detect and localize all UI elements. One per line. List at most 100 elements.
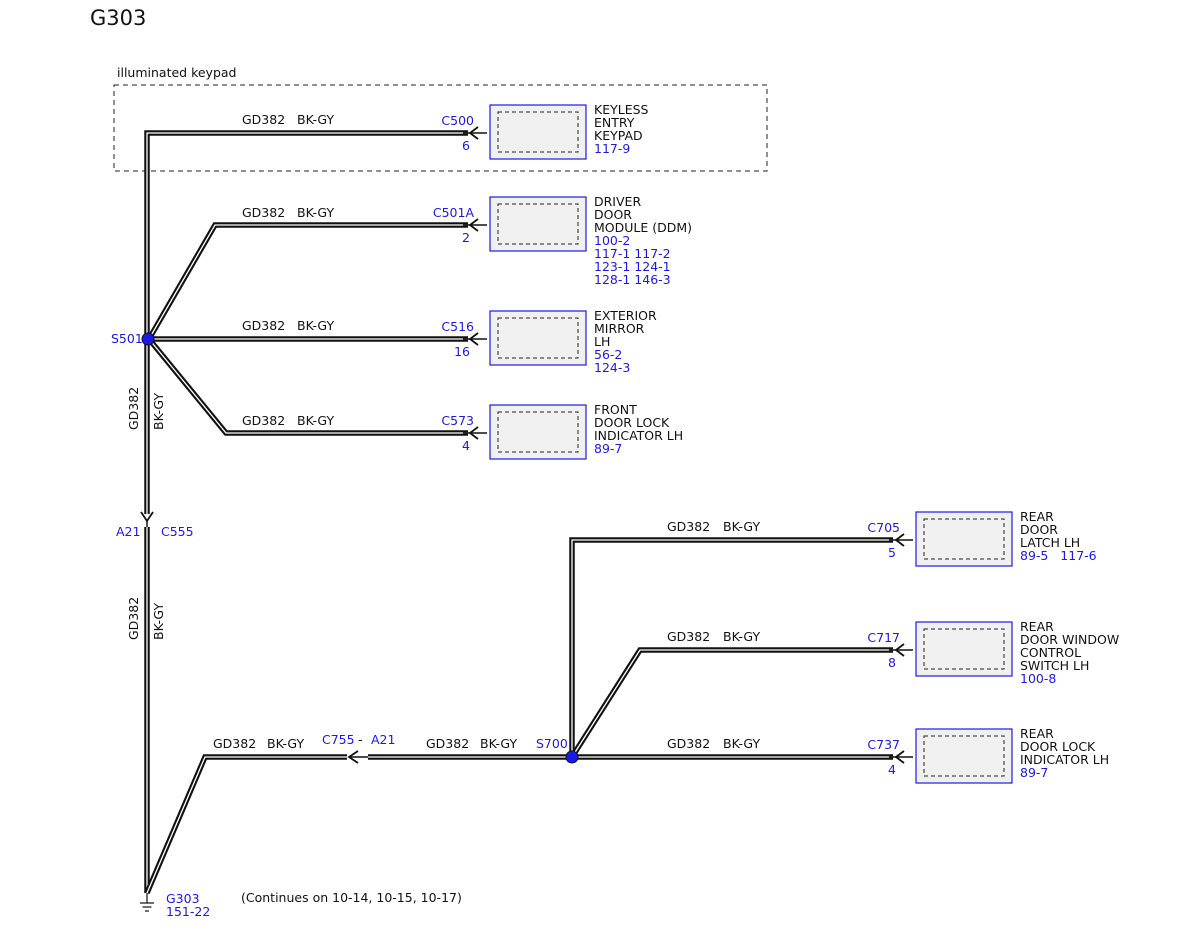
wire-circuit-label: GD382 <box>126 597 141 640</box>
splice-s700: S700 <box>536 736 579 764</box>
component-ref-line: 100-2 <box>594 233 630 248</box>
component-ref-line: 89-5 117-6 <box>1020 548 1097 563</box>
connector-pin-label: 4 <box>888 762 896 777</box>
wire-color-label: BK-GY <box>723 629 760 644</box>
component-box-inner <box>497 111 579 153</box>
component-ref-line: 56-2 <box>594 347 622 362</box>
wire-color-label: BK-GY <box>297 413 334 428</box>
wire-circuit-label: GD382 <box>426 736 469 751</box>
illuminated-keypad-region <box>113 84 768 172</box>
component-name-line: CONTROL <box>1020 645 1081 660</box>
component-box <box>915 511 1013 567</box>
connector-name-label: C555 <box>161 524 194 539</box>
connector-pin-label: 2 <box>462 230 470 245</box>
component-ref-line: 128-1 146-3 <box>594 272 671 287</box>
connector-chevron-icon <box>468 426 479 440</box>
component-name-line: INDICATOR LH <box>594 428 683 443</box>
connector-chevron-icon <box>894 643 905 657</box>
component-name-line: DRIVER <box>594 194 641 209</box>
connector-name-label: C516 <box>441 319 474 334</box>
wire-circuit-label: GD382 <box>667 519 710 534</box>
splice-s501: S501 <box>111 331 155 346</box>
wire-circuit-label: GD382 <box>242 205 285 220</box>
page-title: G303 <box>90 6 146 30</box>
component-box-inner <box>923 735 1005 777</box>
component-name-line: DOOR <box>1020 522 1058 537</box>
wire-circuit-label: GD382 <box>126 387 141 430</box>
component-box <box>489 104 587 160</box>
component-box <box>489 310 587 366</box>
component-box <box>915 621 1013 677</box>
component-name-line: KEYPAD <box>594 128 643 143</box>
connector-chevron-icon <box>468 126 479 140</box>
connector-chevron-icon <box>468 218 479 232</box>
connector-pin-label: A21 <box>116 524 140 539</box>
component-name-line: ENTRY <box>594 115 635 130</box>
wire-labels: GD382 BK-GY GD382 BK-GY GD382 BK-GY GD38… <box>126 112 760 751</box>
component-ref-line: 117-1 117-2 <box>594 246 671 261</box>
wire-c705 <box>569 537 893 757</box>
wire-color-label: BK-GY <box>151 393 166 430</box>
wire-c717 <box>569 647 893 759</box>
component-box <box>915 728 1013 784</box>
component-name-line: SWITCH LH <box>1020 658 1089 673</box>
connector-pin-label: 6 <box>462 138 470 153</box>
continues-note: (Continues on 10-14, 10-15, 10-17) <box>241 890 462 905</box>
region-label: illuminated keypad <box>117 65 236 80</box>
component-name-line: INDICATOR LH <box>1020 752 1109 767</box>
wire-circuit-label: GD382 <box>667 736 710 751</box>
wire-circuit-label: GD382 <box>242 413 285 428</box>
ground-g303: G303 151-22 (Continues on 10-14, 10-15, … <box>140 890 462 919</box>
connector-name-label: C500 <box>441 113 474 128</box>
wire-main-trunk <box>144 130 468 514</box>
component-ref-line: 123-1 124-1 <box>594 259 671 274</box>
component-name-line: DOOR WINDOW <box>1020 632 1119 647</box>
splice-dot <box>141 332 155 346</box>
wire-to-c755 <box>144 754 347 895</box>
component-box <box>489 196 587 252</box>
component-name-line: LATCH LH <box>1020 535 1080 550</box>
component-name-line: FRONT <box>594 402 637 417</box>
component-ref-line: 89-7 <box>1020 765 1048 780</box>
wire-circuit-label: GD382 <box>242 318 285 333</box>
connector-name-label: C705 <box>867 520 900 535</box>
connector-dash: - <box>358 732 363 747</box>
wires <box>144 130 893 895</box>
component-ref-line: 124-3 <box>594 360 630 375</box>
component-ref-line: 117-9 <box>594 141 630 156</box>
wire-c573 <box>146 337 468 436</box>
component-name-line: MODULE (DDM) <box>594 220 692 235</box>
component-box-inner <box>923 518 1005 560</box>
component-ref-line: 100-8 <box>1020 671 1056 686</box>
component-box <box>489 404 587 460</box>
connector-chevron-icon <box>894 533 905 547</box>
component-box-inner <box>497 203 579 245</box>
connector-name-label: C737 <box>867 737 900 752</box>
connector-name-label: C755 <box>322 732 355 747</box>
connector-name-label: C717 <box>867 630 900 645</box>
connector-pin-label: 16 <box>454 344 470 359</box>
wire-circuit-label: GD382 <box>213 736 256 751</box>
wire-circuit-label: GD382 <box>242 112 285 127</box>
splice-dot <box>565 750 579 764</box>
component-name-line: REAR <box>1020 726 1054 741</box>
connector-pin-label: 8 <box>888 655 896 670</box>
wire-color-label: BK-GY <box>297 318 334 333</box>
component-name-line: KEYLESS <box>594 102 649 117</box>
connector-name-label: C501A <box>433 205 475 220</box>
ground-ref: 151-22 <box>166 904 210 919</box>
component-box-inner <box>497 317 579 359</box>
component-name-line: DOOR <box>594 207 632 222</box>
connector-pin-label: 5 <box>888 545 896 560</box>
wire-color-label: BK-GY <box>151 603 166 640</box>
component-name-line: DOOR LOCK <box>1020 739 1096 754</box>
wire-color-label: BK-GY <box>480 736 517 751</box>
